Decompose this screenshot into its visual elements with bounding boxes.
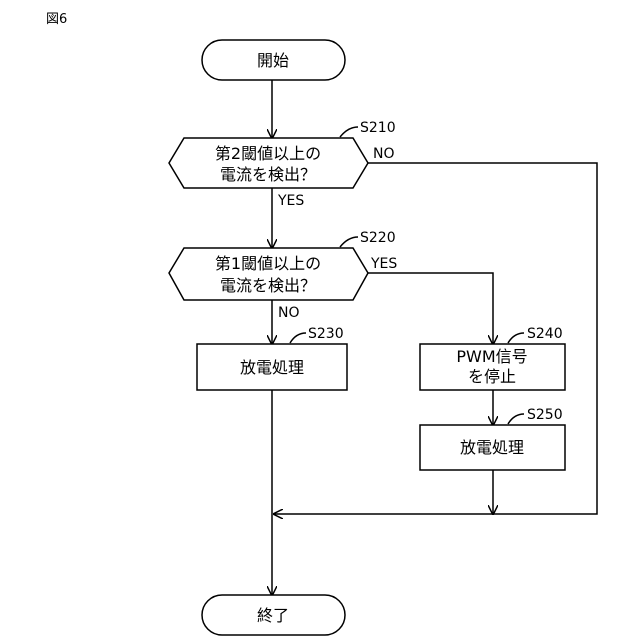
leader-s250 (508, 414, 524, 424)
s240-line1: PWM信号 (456, 347, 527, 366)
s250-label: 放電処理 (460, 438, 524, 457)
s220-line2: 電流を検出？ (220, 276, 316, 295)
start-label: 開始 (257, 51, 289, 70)
step-s240: S240 (527, 326, 563, 342)
s240-line2: を停止 (468, 367, 516, 386)
step-s230: S230 (308, 326, 344, 342)
s210-line1: 第2閾値以上の (215, 144, 321, 163)
step-s250: S250 (527, 407, 563, 423)
branch-s220-yes: YES (370, 256, 397, 272)
step-s210: S210 (360, 120, 396, 136)
branch-s220-no: NO (278, 305, 300, 321)
leader-s240 (508, 333, 524, 343)
s220-line1: 第1閾値以上の (215, 254, 321, 273)
s230-label: 放電処理 (240, 358, 304, 377)
step-s220: S220 (360, 230, 396, 246)
end-label: 終了 (257, 606, 289, 625)
leader-s230 (290, 333, 306, 343)
branch-s210-yes: YES (277, 193, 304, 209)
s210-line2: 電流を検出？ (220, 165, 316, 184)
leader-s220 (340, 237, 358, 247)
leader-s210 (340, 127, 358, 137)
arrow-s220-s240 (368, 273, 493, 344)
branch-s210-no: NO (373, 146, 395, 162)
